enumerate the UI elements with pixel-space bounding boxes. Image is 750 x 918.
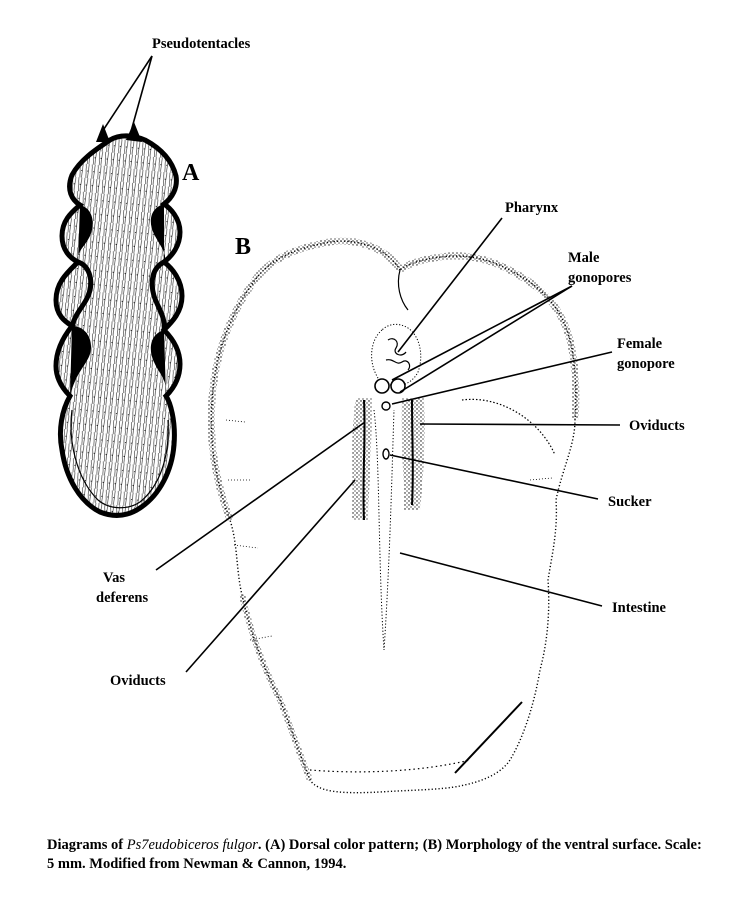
caption-suffix: . (A) Dorsal color pattern; (B) Morpholo… [47, 837, 702, 872]
panel-label-a: A [182, 160, 200, 186]
label-vas-deferens-line2: deferens [96, 590, 148, 606]
diagram-figure: A B Pseudotentacles Pharynx Male gonopor… [53, 36, 685, 794]
figure-caption: Diagrams of Ps7eudobiceros fulgor. (A) D… [47, 836, 707, 874]
margin-lobe [70, 326, 92, 396]
body-margin-line [70, 409, 169, 509]
label-pharynx: Pharynx [505, 200, 559, 216]
vas-deferens [362, 399, 414, 521]
pseudotentacle-left [96, 124, 110, 142]
margin-lobe [69, 259, 94, 327]
label-vas-deferens-line1: Vas [103, 570, 125, 586]
scale-bar [454, 701, 523, 774]
intestine [373, 409, 395, 651]
label-oviducts-left: Oviducts [110, 673, 166, 689]
label-pseudotentacles: Pseudotentacles [152, 36, 251, 52]
label-sucker: Sucker [608, 494, 652, 510]
caption-species: Ps7eudobiceros fulgor [126, 837, 258, 853]
pharynx-folds [385, 338, 411, 371]
label-male-gonopores-line2: gonopores [568, 270, 632, 286]
male-gonopore-right [390, 378, 406, 394]
panel-label-b: B [235, 234, 251, 260]
male-gonopore-left [374, 378, 390, 394]
margin-stipple [397, 252, 580, 421]
margin-lobe [149, 259, 167, 331]
leader-lines [99, 55, 621, 673]
fold-line [461, 398, 556, 456]
margin-lobe [77, 205, 93, 262]
label-female-gonopore-line1: Female [617, 336, 663, 352]
body-outline-b [210, 240, 577, 794]
margin-lobe [150, 330, 167, 396]
margin-lobe [150, 204, 166, 262]
label-female-gonopore-line2: gonopore [617, 356, 675, 372]
ventral-view-b [207, 237, 580, 794]
label-intestine: Intestine [612, 600, 667, 616]
caption-prefix: Diagrams of [47, 837, 127, 853]
pseudotentacle-right [126, 122, 142, 142]
dorsal-view-a [53, 122, 185, 518]
sucker [382, 448, 390, 460]
anterior-cleft [397, 269, 409, 311]
label-male-gonopores-line1: Male [568, 250, 600, 266]
label-oviducts-right: Oviducts [629, 418, 685, 434]
margin-stipple [207, 237, 403, 522]
fold-ticks [225, 419, 553, 641]
pharynx [371, 323, 422, 387]
margin-stipple [239, 594, 313, 782]
female-gonopore [381, 401, 391, 411]
